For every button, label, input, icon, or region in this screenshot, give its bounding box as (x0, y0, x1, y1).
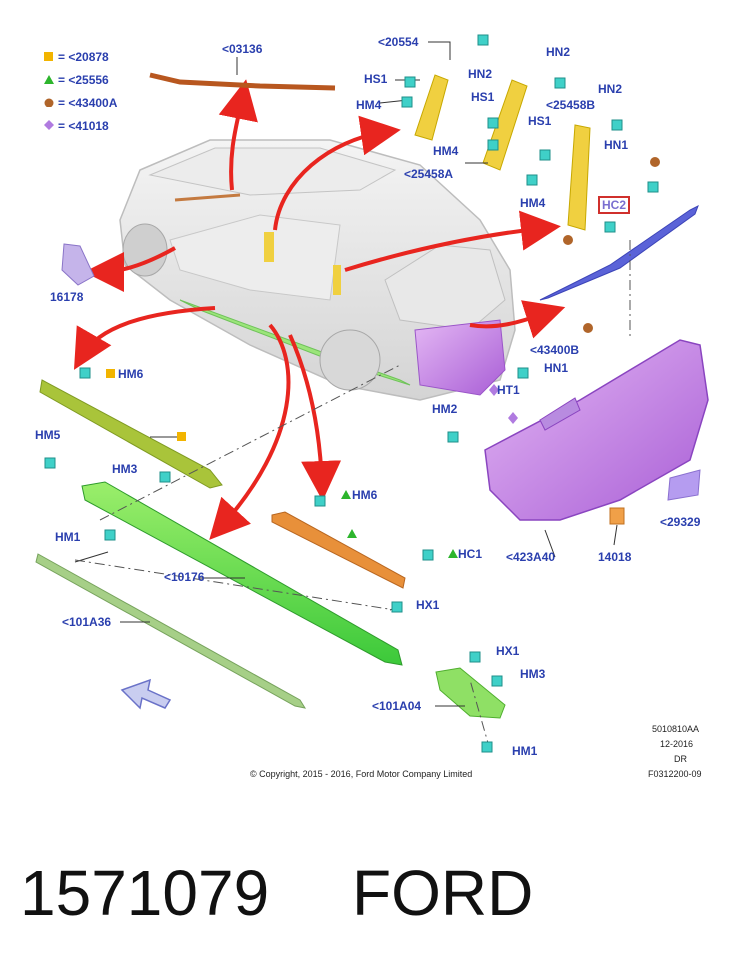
diagram-artwork (35, 34, 709, 753)
part-number: 1571079 (20, 857, 270, 929)
callout-hm4[interactable]: HM4 (356, 98, 382, 112)
fastener-clips (44, 34, 659, 753)
callout-hx1[interactable]: HX1 (496, 644, 520, 658)
triangle-icon (44, 75, 54, 84)
callout-hm4[interactable]: HM4 (433, 144, 459, 158)
callout-hs1[interactable]: HS1 (471, 90, 495, 104)
drawing-code: 5010810AA (652, 724, 700, 734)
callout-29329[interactable]: <29329 (660, 515, 701, 529)
parts-diagram (35, 34, 709, 753)
legend-label: = <43400A (58, 96, 118, 110)
centerlines (74, 240, 631, 751)
callout-hm6[interactable]: HM6 (352, 488, 378, 502)
roof-moulding-part (149, 72, 336, 91)
callout-hc1[interactable]: HC1 (458, 547, 483, 561)
callout-423a40[interactable]: <423A40 (506, 550, 556, 564)
rear-bumper-cover (484, 339, 709, 521)
front-direction-arrow-icon (120, 678, 172, 710)
leader-lines (74, 41, 618, 707)
callout-25458b[interactable]: <25458B (546, 98, 596, 112)
side-mouldings (35, 379, 506, 719)
callout-25458a[interactable]: <25458A (404, 167, 454, 181)
callout-hm5[interactable]: HM5 (35, 428, 61, 442)
copyright-text: © Copyright, 2015 - 2016, Ford Motor Com… (250, 769, 473, 779)
callout-16178[interactable]: 16178 (50, 290, 84, 304)
callout-hn1[interactable]: HN1 (544, 361, 569, 375)
callout-hm2[interactable]: HM2 (432, 402, 458, 416)
callout-hs1[interactable]: HS1 (528, 114, 552, 128)
callout-hm3[interactable]: HM3 (520, 667, 546, 681)
callout-20554[interactable]: <20554 (378, 35, 419, 49)
callout-ht1[interactable]: HT1 (497, 383, 520, 397)
callout-hn2[interactable]: HN2 (546, 45, 571, 59)
callout-hm6[interactable]: HM6 (118, 367, 144, 381)
callout-hs1[interactable]: HS1 (364, 72, 388, 86)
tailgate-upper-moulding (539, 204, 699, 301)
callout-hc2-highlighted[interactable]: HC2 (598, 196, 631, 214)
red-pointer-arrows (73, 79, 566, 540)
callout-43400b[interactable]: <43400B (530, 343, 580, 357)
callout-10176[interactable]: <10176 (164, 570, 205, 584)
callout-03136[interactable]: <03136 (222, 42, 263, 56)
circle-icon (44, 98, 54, 107)
drawing-dr: DR (674, 754, 687, 764)
callout-hm3[interactable]: HM3 (112, 462, 138, 476)
diamond-icon (44, 120, 54, 130)
legend-label: = <41018 (58, 119, 109, 133)
callout-14018[interactable]: 14018 (598, 550, 632, 564)
square-icon (44, 52, 53, 61)
callout-hm1[interactable]: HM1 (512, 744, 538, 758)
legend-markers-on-diagram (106, 157, 660, 558)
legend-label: = <25556 (58, 73, 109, 87)
vehicle-illustration (119, 139, 516, 401)
callout-101a04[interactable]: <101A04 (372, 699, 422, 713)
callout-hn2[interactable]: HN2 (598, 82, 623, 96)
callout-hn1[interactable]: HN1 (604, 138, 629, 152)
drawing-date: 12-2016 (660, 739, 694, 749)
callout-hn2[interactable]: HN2 (468, 67, 493, 81)
bracket-16178 (61, 243, 95, 286)
callout-101a36[interactable]: <101A36 (62, 615, 112, 629)
drawing-ref: F0312200-09 (648, 769, 702, 779)
legend-label: = <20878 (58, 50, 109, 64)
callout-hm1[interactable]: HM1 (55, 530, 81, 544)
callout-hm4[interactable]: HM4 (520, 196, 546, 210)
brand-name: FORD (352, 857, 534, 929)
callout-hx1[interactable]: HX1 (416, 598, 440, 612)
